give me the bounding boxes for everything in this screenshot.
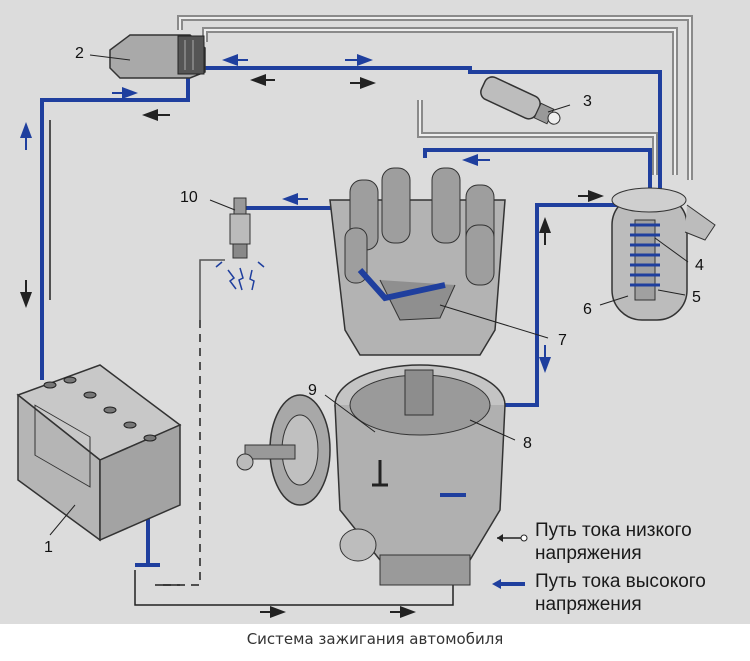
ignition-switch — [109, 34, 206, 79]
label-8: 8 — [523, 435, 532, 452]
diagram-canvas: 1 2 3 4 5 6 7 8 9 10 Путь тока низкого н… — [0, 0, 750, 625]
label-7: 7 — [558, 332, 567, 349]
label-6: 6 — [583, 301, 592, 318]
flow-arrows — [20, 54, 604, 618]
caption-bar — [0, 624, 750, 661]
legend: Путь тока низкого напряжения Путь тока в… — [492, 520, 706, 615]
distributor-body — [236, 364, 506, 586]
label-1: 1 — [44, 539, 53, 556]
distributor-cap — [329, 167, 506, 356]
label-9: 9 — [308, 382, 317, 399]
legend-low-line1: Путь тока низкого — [535, 520, 692, 541]
label-2: 2 — [75, 45, 84, 62]
battery — [16, 364, 182, 567]
label-5: 5 — [692, 289, 701, 306]
sensor — [480, 76, 561, 125]
caption: Система зажигания автомобиля — [246, 630, 504, 648]
label-3: 3 — [583, 93, 592, 110]
label-4: 4 — [695, 257, 704, 274]
legend-high-line1: Путь тока высокого — [535, 571, 706, 592]
label-10: 10 — [180, 189, 198, 206]
ignition-coil — [611, 187, 716, 321]
legend-low-line2: напряжения — [535, 543, 642, 564]
leader-lines — [49, 54, 689, 536]
spark-plug — [199, 197, 265, 320]
legend-high-line2: напряжения — [535, 594, 642, 615]
